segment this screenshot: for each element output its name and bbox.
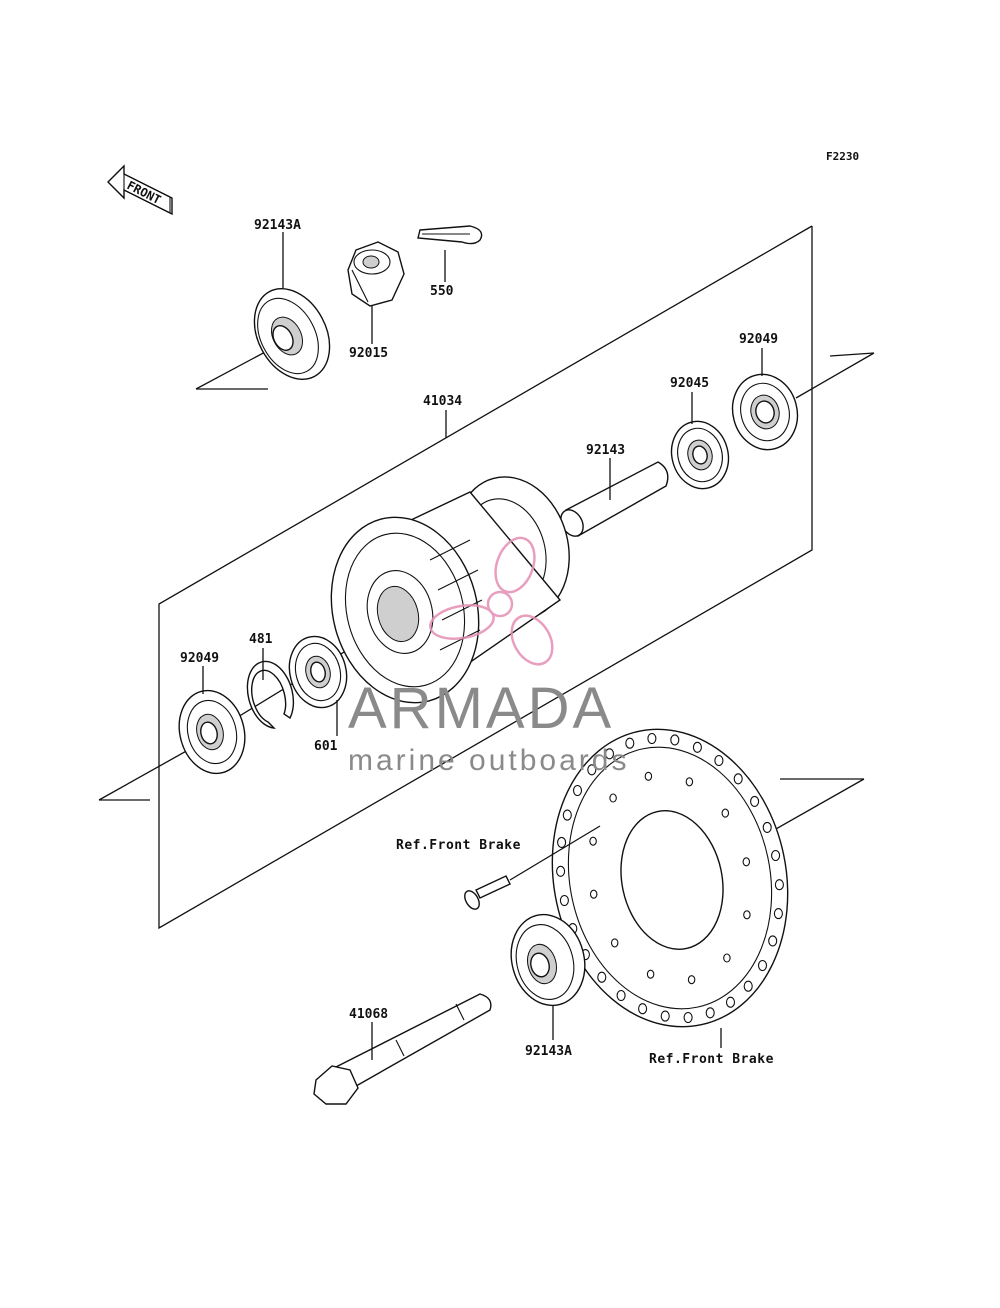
disc-hole bbox=[660, 1010, 670, 1022]
disc-hole bbox=[559, 894, 569, 907]
disc-hole bbox=[771, 849, 781, 862]
front-label: FRONT bbox=[125, 178, 164, 207]
disc-hole bbox=[723, 953, 731, 963]
disc-hole bbox=[609, 793, 617, 803]
front-arrow-icon: FRONT bbox=[107, 164, 173, 216]
part-92143A-collar bbox=[253, 288, 331, 380]
disc-hole bbox=[589, 889, 598, 899]
part-brake-bolt bbox=[464, 825, 601, 910]
part-label: 92143A bbox=[525, 1044, 572, 1059]
disc-hole bbox=[725, 996, 736, 1008]
disc-hole bbox=[556, 865, 566, 877]
disc-hole bbox=[610, 938, 619, 948]
disc-hole bbox=[687, 975, 696, 985]
disc-hole bbox=[604, 748, 615, 760]
part-brake-disc bbox=[551, 728, 789, 1028]
watermark-logo-icon bbox=[429, 536, 554, 666]
part-labels: 92143A 92015 550 41034 92049 92045 92143… bbox=[180, 218, 778, 1059]
disc-hole bbox=[714, 754, 724, 767]
disc-hole bbox=[647, 732, 657, 745]
ref-label: Ref.Front Brake bbox=[396, 838, 521, 853]
part-550-cotter-pin bbox=[417, 225, 483, 245]
part-label: 481 bbox=[249, 632, 273, 647]
watermark-brand: ARMADA bbox=[348, 676, 614, 741]
ref-label: Ref.Front Brake bbox=[649, 1052, 774, 1067]
disc-hole bbox=[733, 773, 743, 785]
part-92143-spacer bbox=[560, 461, 669, 537]
part-601-bearing bbox=[288, 635, 348, 709]
disc-hole bbox=[685, 777, 694, 787]
assembly-frame bbox=[158, 225, 813, 930]
part-92143A-collar-lower bbox=[510, 913, 586, 1007]
disc-hole bbox=[670, 734, 680, 746]
disc-hole bbox=[572, 784, 583, 797]
watermark-tagline: marine outboards bbox=[348, 744, 629, 777]
disc-hole bbox=[768, 935, 778, 947]
part-label: 92143A bbox=[254, 218, 301, 233]
disc-hole bbox=[597, 971, 607, 983]
disc-hole bbox=[762, 821, 772, 833]
disc-hole bbox=[692, 741, 702, 753]
part-label: 550 bbox=[430, 284, 454, 299]
disc-hole bbox=[705, 1007, 715, 1019]
watermark: ARMADA marine outboards bbox=[348, 676, 629, 777]
part-label: 92049 bbox=[180, 651, 219, 666]
part-label: 92045 bbox=[670, 376, 709, 391]
part-41034-hub bbox=[330, 476, 570, 704]
figure-code: F2230 bbox=[826, 150, 859, 163]
part-41068-axle bbox=[313, 993, 492, 1105]
part-92045-bearing bbox=[670, 420, 730, 490]
part-label: 41068 bbox=[349, 1007, 388, 1022]
disc-hole bbox=[562, 809, 572, 821]
disc-hole bbox=[638, 1003, 648, 1015]
reference-labels: Ref.Front Brake Ref.Front Brake bbox=[396, 838, 774, 1067]
disc-hole bbox=[625, 737, 635, 749]
disc-hole bbox=[646, 969, 655, 979]
disc-hole bbox=[644, 771, 653, 781]
part-label: 41034 bbox=[423, 394, 462, 409]
disc-hole bbox=[589, 836, 597, 846]
part-92049-seal-right bbox=[731, 373, 799, 451]
part-label: 92015 bbox=[349, 346, 388, 361]
disc-hole bbox=[742, 857, 751, 867]
part-label: 92049 bbox=[739, 332, 778, 347]
disc-hole bbox=[557, 836, 567, 848]
disc-hole bbox=[750, 795, 760, 807]
part-label: 601 bbox=[314, 739, 338, 754]
disc-hole bbox=[683, 1011, 693, 1024]
leader-lines bbox=[202, 232, 763, 1060]
disc-hole bbox=[743, 910, 751, 920]
disc-hole bbox=[757, 959, 768, 972]
part-92049-seal-left bbox=[178, 689, 246, 775]
disc-hole bbox=[587, 764, 597, 776]
disc-hole bbox=[616, 989, 626, 1002]
disc-hole bbox=[743, 980, 753, 992]
part-92015-nut bbox=[347, 241, 405, 307]
disc-hole bbox=[721, 808, 730, 818]
disc-hole bbox=[774, 879, 784, 891]
part-label: 92143 bbox=[586, 443, 625, 458]
part-481-circlip bbox=[246, 660, 295, 729]
disc-hole bbox=[773, 908, 783, 920]
